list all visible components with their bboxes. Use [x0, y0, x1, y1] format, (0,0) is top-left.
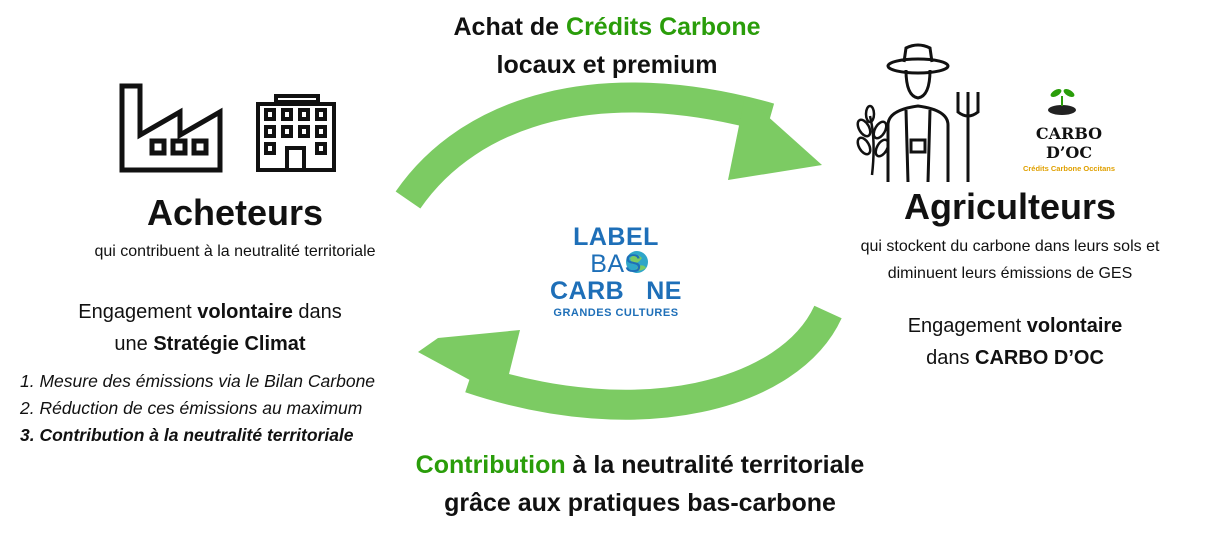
farmers-heading: Agriculteurs [903, 186, 1117, 227]
buyers-heading: Acheteurs [146, 192, 324, 233]
farmers-subtitle-line: diminuent leurs émissions de GES [887, 265, 1133, 282]
top-title: Achat de Crédits Carbone locaux et premi… [300, 8, 914, 84]
top-title-highlight: Crédits Carbone [566, 13, 761, 41]
bottom-title-rest: à la neutralité territoriale [565, 451, 865, 479]
pitchfork-icon [956, 92, 980, 182]
wheat-icon [856, 104, 890, 176]
list-item: 2. Réduction de ces émissions au maximum [20, 398, 363, 418]
list-item: 3. Contribution à la neutralité territor… [20, 425, 354, 445]
building-icon [256, 94, 336, 172]
farmers-engagement-bold: CARBO D’OC [975, 347, 1104, 369]
top-title-prefix: Achat de [453, 13, 567, 41]
farmer-icon [886, 43, 950, 183]
bottom-title-line2: grâce aux pratiques bas-carbone [444, 489, 836, 517]
buyers-engagement-bold: volontaire [197, 301, 293, 323]
buyers-engagement-text: une [114, 333, 154, 355]
farmers-subtitle-line: qui stockent du carbone dans leurs sols … [860, 238, 1160, 255]
farmers-engagement-bold: volontaire [1026, 315, 1123, 337]
cycle-arrow-bottom [418, 305, 842, 420]
label-logo-text: BAS [590, 250, 642, 278]
globe-icon [626, 251, 648, 273]
factory-icon [119, 83, 223, 173]
farmers-engagement: Engagement volontaire dans CARBO D’OC [850, 310, 1180, 374]
bottom-title-highlight: Contribution [415, 451, 566, 479]
buyers-engagement: Engagement volontaire dans une Stratégie… [30, 296, 390, 360]
farmers-subtitle: qui stockent du carbone dans leurs sols … [820, 233, 1200, 287]
farmers-engagement-text: Engagement [907, 315, 1027, 337]
sprout-icon [1048, 89, 1076, 115]
buyers-engagement-bold: Stratégie Climat [153, 333, 306, 355]
label-logo-text: NE [646, 277, 682, 305]
label-bas-carbone-logo: LABEL BAS CARB NE GRANDES CULTURES [548, 223, 684, 320]
buyers-subtitle: qui contribuent à la neutralité territor… [94, 243, 376, 260]
label-logo-subtitle: GRANDES CULTURES [553, 307, 679, 319]
carbo-doc-logo: CARBO D’OC Crédits Carbone Occitans [1014, 88, 1124, 173]
carbo-logo-tagline: Crédits Carbone Occitans [1022, 164, 1116, 173]
cycle-arrow-top [395, 82, 822, 209]
label-logo-text: LABEL [573, 223, 659, 251]
label-logo-text: CARB [550, 277, 625, 305]
farmers-engagement-text: dans [926, 347, 976, 369]
top-title-line2: locaux et premium [496, 51, 718, 79]
buyers-steps-list: 1. Mesure des émissions via le Bilan Car… [20, 368, 440, 449]
buyers-engagement-text: dans [292, 301, 342, 323]
carbo-logo-name: CARBO D’OC [1035, 124, 1103, 162]
buyers-engagement-text: Engagement [78, 301, 198, 323]
bottom-title: Contribution à la neutralité territorial… [300, 446, 980, 522]
list-item: 1. Mesure des émissions via le Bilan Car… [20, 371, 376, 391]
